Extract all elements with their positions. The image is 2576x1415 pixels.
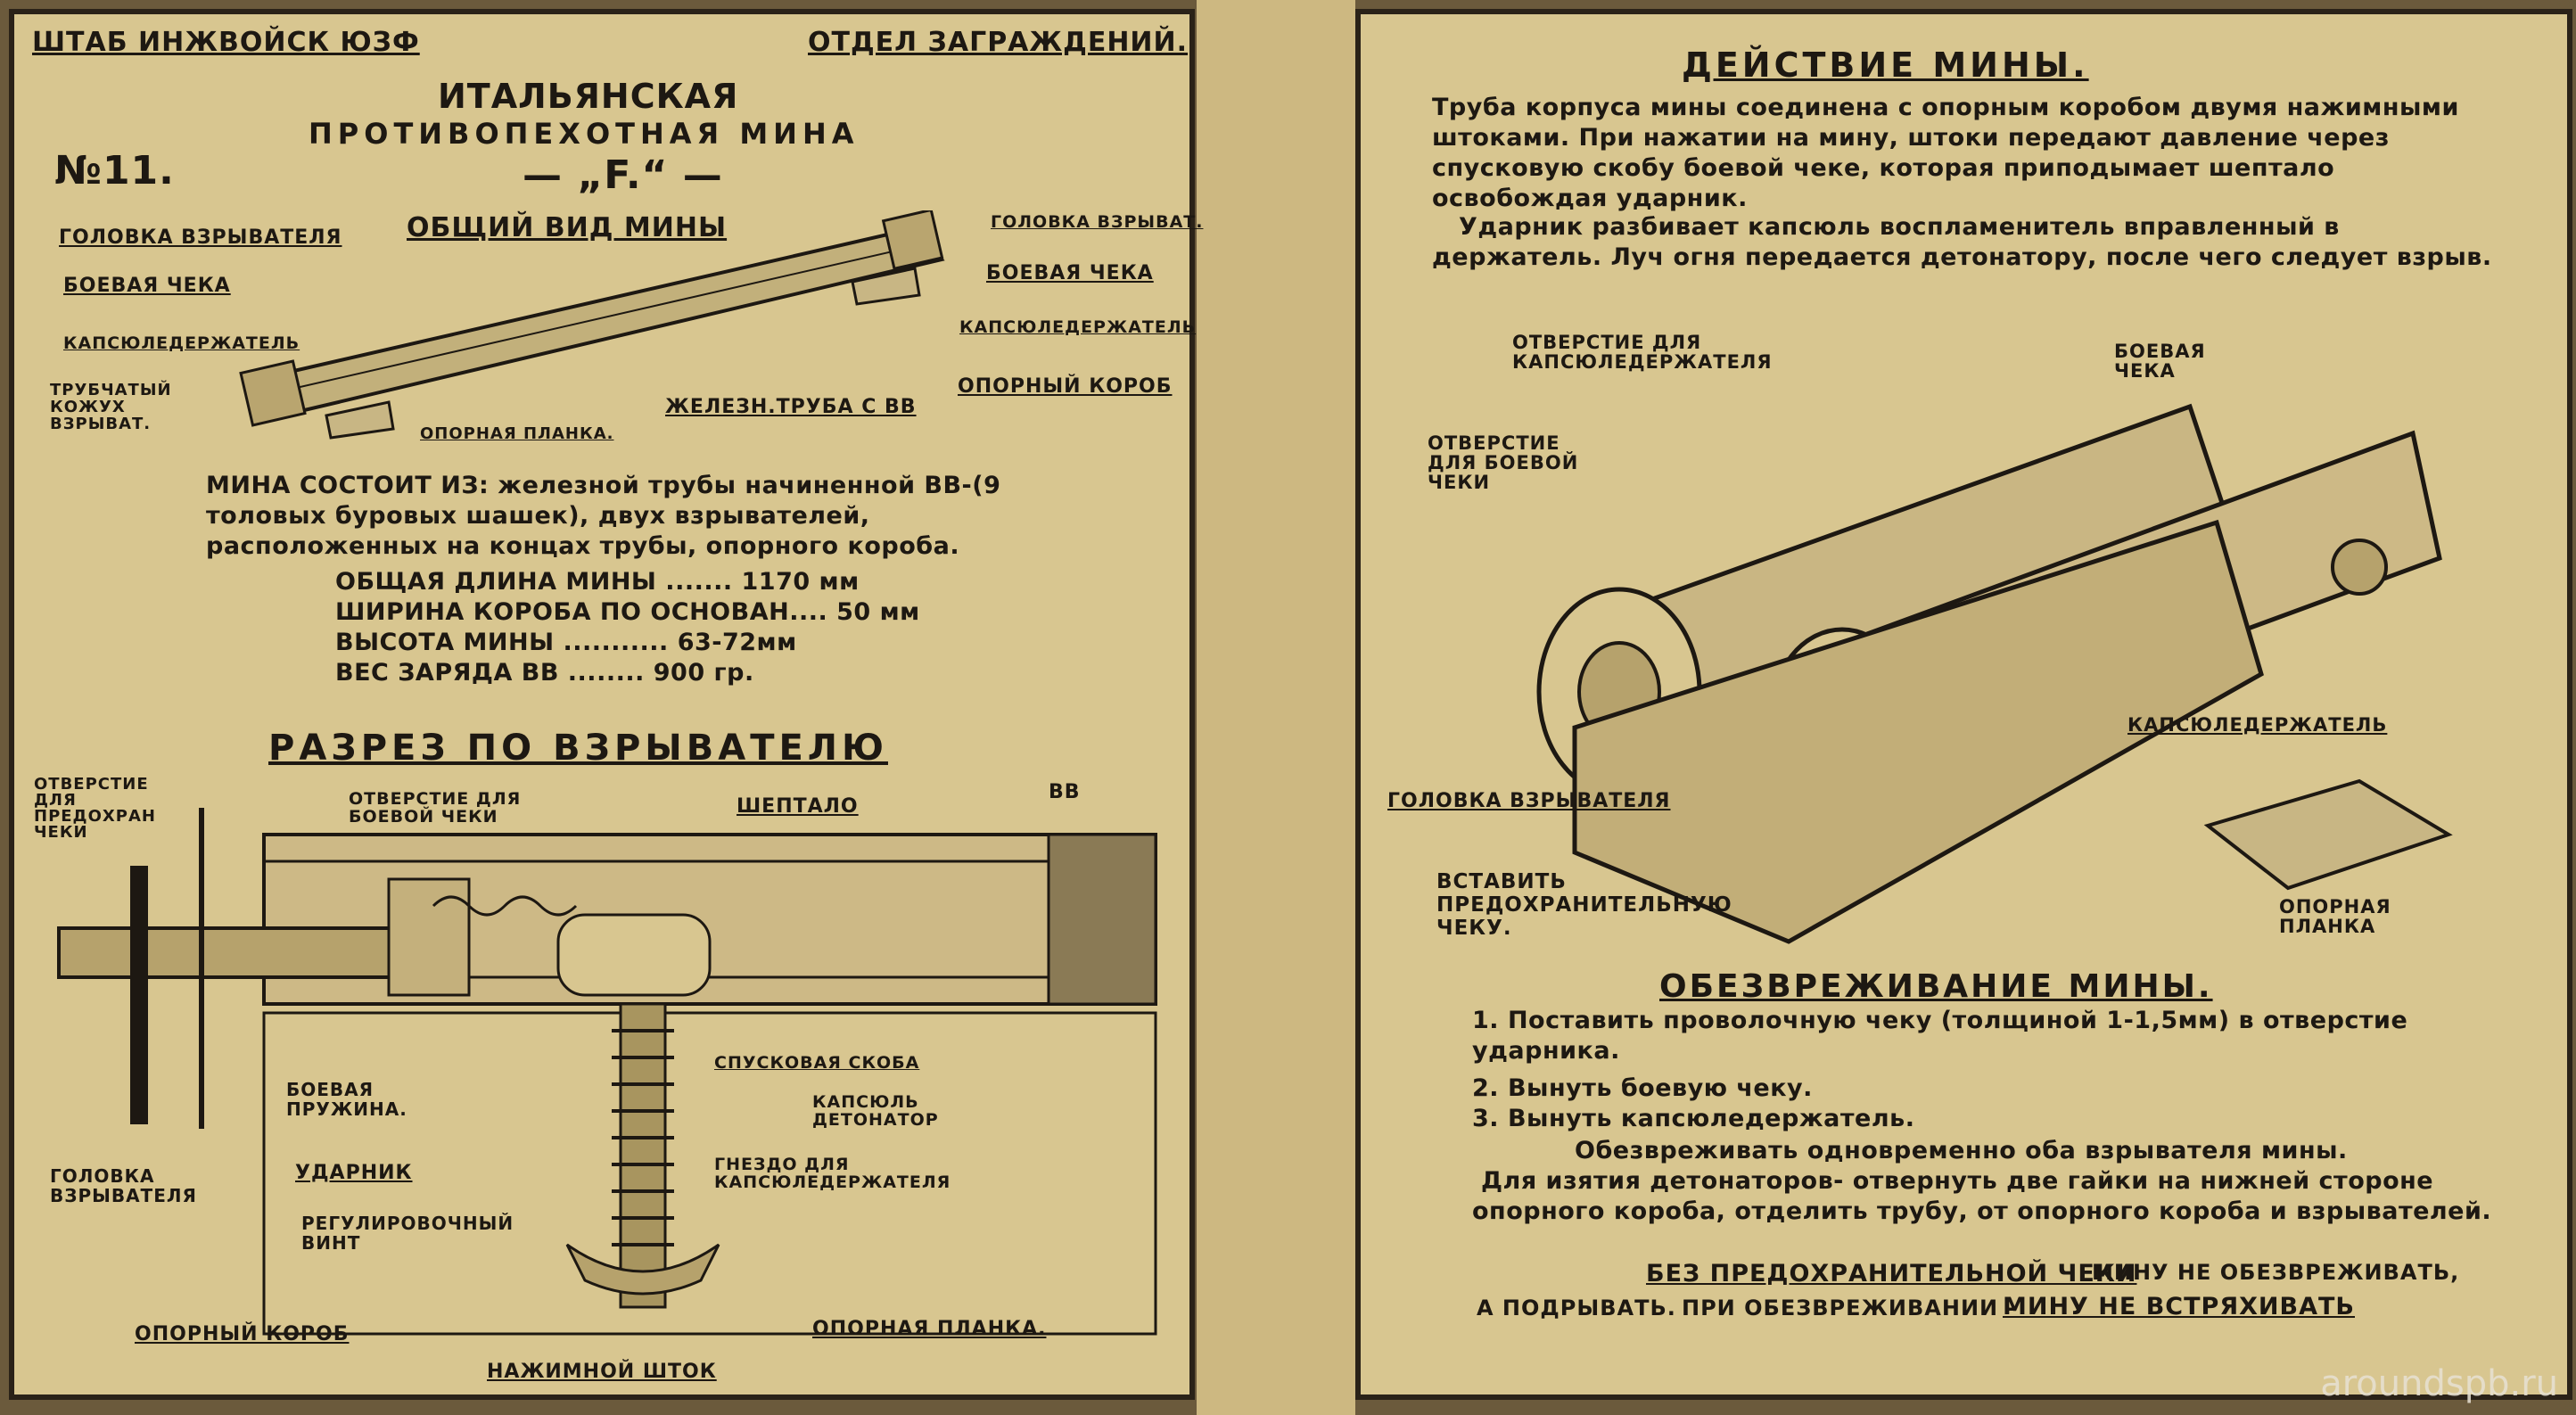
spec-length: ОБЩАЯ ДЛИНА МИНЫ ....... 1170 мм: [335, 568, 860, 596]
label-hole-cap-holder: ОТВЕРСТИЕ ДЛЯ КАПСЮЛЕДЕРЖАТЕЛЯ: [1512, 332, 1773, 373]
label-adjust-screw: РЕГУЛИРОВОЧНЫЙ ВИНТ: [301, 1213, 514, 1254]
label-hole-safety-pin: ОТВЕРСТИЕ ДЛЯ ПРЕДОХРАН ЧЕКИ: [34, 775, 156, 842]
label-combat-pin: БОЕВАЯ ЧЕКА: [2114, 341, 2206, 382]
mine-perspective-drawing: [1536, 403, 2453, 944]
defuse-step-2: 2. Вынуть боевую чеку.: [1472, 1074, 1813, 1102]
label-cap-holder-left: КАПСЮЛЕДЕРЖАТЕЛЬ: [63, 333, 300, 353]
general-view-heading: ОБЩИЙ ВИД МИНЫ: [407, 212, 728, 243]
label-sear: ШЕПТАЛО: [737, 795, 859, 818]
header-left: ШТАБ ИНЖВОЙСК ЮЗФ: [32, 27, 420, 58]
defuse-heading: ОБЕЗВРЕЖИВАНИЕ МИНЫ.: [1659, 968, 2213, 1005]
right-sheet: ДЕЙСТВИЕ МИНЫ. Труба корпуса мины соедин…: [1355, 9, 2572, 1400]
action-paragraph-2: Ударник разбивает капсюль воспламенитель…: [1432, 213, 2492, 271]
spec-weight: ВЕС ЗАРЯДА ВВ ........ 900 гр.: [335, 659, 754, 687]
title-line1: ИТАЛЬЯНСКАЯ: [438, 77, 739, 116]
warning-2b: ПРИ ОБЕЗВРЕЖИВАНИИ -: [1682, 1296, 2017, 1320]
site-watermark: aroundspb.ru: [2320, 1363, 2558, 1404]
label-socket: ГНЕЗДО ДЛЯ КАПСЮЛЕДЕРЖАТЕЛЯ: [714, 1155, 951, 1192]
label-push-rod: НАЖИМНОЙ ШТОК: [487, 1361, 717, 1383]
label-support-plate-right: ОПОРНАЯ ПЛАНКА: [2279, 896, 2391, 937]
label-support-plate-top: ОПОРНАЯ ПЛАНКА.: [420, 424, 614, 443]
fuse-cross-section-drawing: [57, 808, 1157, 1336]
label-fuse-head-section: ГОЛОВКА ВЗРЫВАТЕЛЯ: [50, 1165, 197, 1206]
label-cap-holder-right: КАПСЮЛЕДЕРЖАТЕЛЬ: [959, 317, 1197, 337]
label-cap-holder-right: КАПСЮЛЕДЕРЖАТЕЛЬ: [2127, 714, 2388, 736]
warning-2c: МИНУ НЕ ВСТРЯХИВАТЬ: [2003, 1293, 2355, 1320]
label-support-box-top: ОПОРНЫЙ КОРОБ: [958, 375, 1173, 398]
label-fuse-head-left: ГОЛОВКА ВЗРЫВАТЕЛЯ: [59, 226, 342, 249]
left-sheet: ШТАБ ИНЖВОЙСК ЮЗФ ОТДЕЛ ЗАГРАЖДЕНИЙ. №11…: [9, 9, 1202, 1400]
label-fuse-head-right: ГОЛОВКА ВЗРЫВАТ.: [991, 212, 1204, 232]
header-right: ОТДЕЛ ЗАГРАЖДЕНИЙ.: [808, 27, 1189, 58]
section-heading: РАЗРЕЗ ПО ВЗРЫВАТЕЛЮ: [268, 728, 888, 769]
defuse-step-3: 3. Вынуть капсюледержатель.: [1472, 1105, 1915, 1132]
label-safety-pin-right: БОЕВАЯ ЧЕКА: [986, 262, 1154, 284]
label-hole-combat-pin: ОТВЕРСТИЕ ДЛЯ БОЕВОЙ ЧЕКИ: [349, 789, 522, 827]
label-striker: УДАРНИК: [295, 1162, 413, 1184]
action-heading: ДЕЙСТВИЕ МИНЫ.: [1682, 45, 2089, 85]
spec-height: ВЫСОТА МИНЫ ........... 63-72мм: [335, 629, 797, 656]
title-line3: — „F.“ —: [523, 152, 723, 198]
gap-between-sheets: [1197, 0, 1355, 1415]
warning-2a: А ПОДРЫВАТЬ.: [1477, 1296, 1676, 1320]
defuse-note-2: Для изятия детонаторов- отвернуть две га…: [1472, 1167, 2492, 1225]
defuse-note-1: Обезвреживать одновременно оба взрывател…: [1575, 1137, 2348, 1164]
composition-text: МИНА СОСТОИТ ИЗ: железной трубы начиненн…: [206, 472, 1001, 560]
specs-list: ОБЩАЯ ДЛИНА МИНЫ ....... 1170 мм ШИРИНА …: [335, 567, 920, 688]
label-insert-pin: ВСТАВИТЬ ПРЕДОХРАНИТЕЛЬНУЮ ЧЕКУ.: [1436, 870, 1732, 940]
spec-width: ШИРИНА КОРОБА ПО ОСНОВАН.... 50 мм: [335, 598, 920, 626]
defuse-step-1: 1. Поставить проволочную чеку (толщиной …: [1472, 1007, 2408, 1065]
label-safety-pin-left: БОЕВАЯ ЧЕКА: [63, 275, 231, 297]
label-explosive: ВВ: [1049, 781, 1081, 803]
label-fuse-head-right: ГОЛОВКА ВЗРЫВАТЕЛЯ: [1387, 790, 1671, 812]
label-spring: БОЕВАЯ ПРУЖИНА.: [286, 1079, 407, 1120]
label-hole-combat-pin-right: ОТВЕРСТИЕ ДЛЯ БОЕВОЙ ЧЕКИ: [1428, 432, 1579, 493]
label-support-plate-section: ОПОРНАЯ ПЛАНКА.: [812, 1318, 1047, 1340]
label-tube-casing: ТРУБЧАТЫЙ КОЖУХ ВЗРЫВАТ.: [50, 381, 172, 433]
warning-1a: БЕЗ ПРЕДОХРАНИТЕЛЬНОЙ ЧЕКИ: [1646, 1260, 2137, 1287]
label-iron-tube: ЖЕЛЕЗН.ТРУБА С ВВ: [665, 396, 917, 418]
warning-1b: МИНУ НЕ ОБЕЗВРЕЖИВАТЬ,: [2092, 1260, 2460, 1285]
mine-general-view-drawing: [239, 210, 945, 440]
label-trigger: СПУСКОВАЯ СКОБА: [714, 1053, 920, 1073]
label-cap-detonator: КАПСЮЛЬ ДЕТОНАТОР: [812, 1092, 939, 1130]
title-line2: ПРОТИВОПЕХОТНАЯ МИНА: [309, 117, 860, 151]
mine-number: №11.: [54, 148, 175, 193]
action-paragraph-1: Труба корпуса мины соединена с опорным к…: [1432, 94, 2459, 212]
label-support-box-section: ОПОРНЫЙ КОРОБ: [135, 1323, 350, 1345]
